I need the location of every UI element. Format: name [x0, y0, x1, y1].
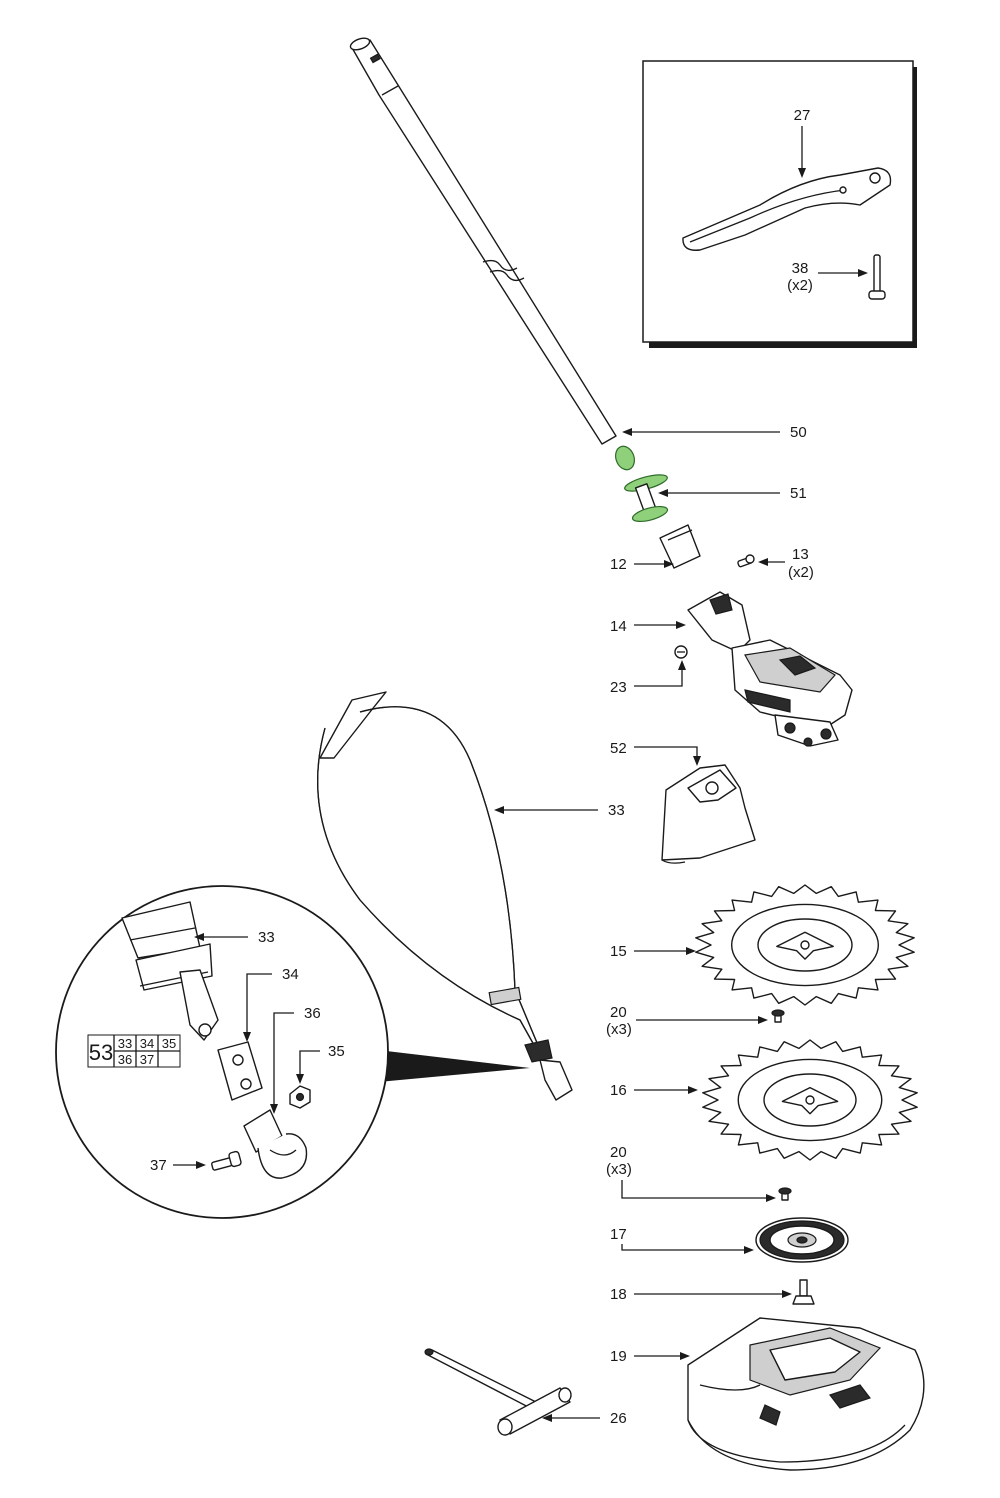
clamp-part-12 — [659, 524, 701, 569]
kit-cell: 34 — [140, 1036, 154, 1051]
kit-cell: 37 — [140, 1052, 154, 1067]
clip-part-36 — [243, 1109, 308, 1179]
callout-38-quantity: (x2) — [787, 277, 813, 294]
callout-50: 50 — [790, 424, 807, 441]
kit-cell: 35 — [162, 1036, 176, 1051]
callout-20-upper-quantity: (x3) — [606, 1021, 632, 1038]
callout-23: 23 — [610, 679, 627, 696]
strap-end-detail — [121, 901, 219, 1041]
callout-38: 38 — [792, 260, 809, 277]
callout-36: 36 — [304, 1005, 321, 1022]
callout-20-lower-quantity: (x3) — [606, 1161, 632, 1178]
kit-cell: 33 — [118, 1036, 132, 1051]
bolt-part-37 — [211, 1150, 242, 1171]
screw-part-13 — [737, 554, 755, 568]
callout-20-upper: 20 — [610, 1004, 627, 1021]
callout-20-lower: 20 — [610, 1144, 627, 1161]
nut-part-35 — [289, 1085, 311, 1109]
callout-13: 13 — [792, 546, 809, 563]
callout-16: 16 — [610, 1082, 627, 1099]
blade-part-15 — [695, 884, 915, 1006]
callout-17: 17 — [610, 1226, 627, 1243]
screw-part-20-upper — [771, 1009, 785, 1023]
screw-part-23 — [674, 645, 688, 659]
callout-52: 52 — [610, 740, 627, 757]
kit-table: 53 33 34 35 36 37 — [87, 1034, 181, 1068]
callout-19: 19 — [610, 1348, 627, 1365]
callout-35: 35 — [328, 1043, 345, 1060]
blade-part-16 — [702, 1039, 918, 1161]
guard-bracket-part-52 — [661, 764, 756, 864]
callout-18: 18 — [610, 1286, 627, 1303]
pin-part-38 — [868, 254, 886, 300]
callout-37: 37 — [150, 1157, 167, 1174]
screw-part-20-lower — [778, 1187, 792, 1201]
hub-part-17 — [755, 1217, 849, 1263]
callout-51: 51 — [790, 485, 807, 502]
coupler-part-51 — [614, 445, 669, 523]
callout-14: 14 — [610, 618, 627, 635]
callout-12: 12 — [610, 556, 627, 573]
callout-27: 27 — [794, 107, 811, 124]
kit-cell: 36 — [118, 1052, 132, 1067]
bolt-part-18 — [792, 1279, 815, 1305]
callout-33-detail: 33 — [258, 929, 275, 946]
harness-strap-part-33 — [317, 691, 573, 1101]
callout-15: 15 — [610, 943, 627, 960]
kit-number: 53 — [89, 1040, 113, 1065]
callout-26: 26 — [610, 1410, 627, 1427]
lever-part-27 — [682, 167, 892, 251]
callout-13-quantity: (x2) — [788, 564, 814, 581]
callout-34: 34 — [282, 966, 299, 983]
skid-part-19 — [687, 1317, 925, 1471]
wrench-part-26 — [424, 1348, 572, 1436]
callout-33: 33 — [608, 802, 625, 819]
plate-part-34 — [217, 1041, 263, 1101]
shaft-part-50 — [349, 37, 617, 445]
gear-head-part-14 — [687, 591, 853, 747]
